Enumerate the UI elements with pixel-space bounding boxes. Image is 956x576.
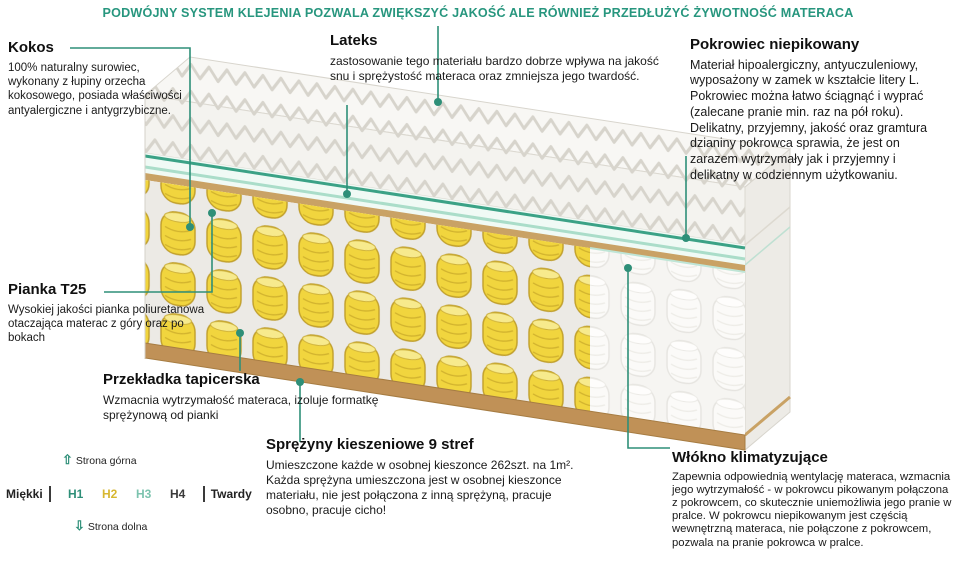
hardness-h4: H4	[170, 487, 186, 501]
lateks-title: Lateks	[330, 32, 378, 49]
hardness-h2: H2	[102, 487, 118, 501]
fabric-cover	[590, 248, 745, 435]
hardness-scale: ⇧ Strona górna Miękki H1 H2 H3 H4 Twardy…	[6, 452, 306, 534]
coco-layer	[145, 173, 745, 272]
pianka-body: Wysokiej jakości pianka poliuretanowa ot…	[8, 303, 205, 345]
pokrowiec-title: Pokrowiec niepikowany	[690, 36, 860, 53]
bottom-side-text: Strona dolna	[87, 521, 148, 533]
annotation-pokrowiec: Pokrowiec niepikowany Materiał hipoalerg…	[690, 36, 948, 184]
page-title: PODWÓJNY SYSTEM KLEJENIA POZWALA ZWIĘKSZ…	[102, 6, 854, 20]
hardness-levels-row: Miękki H1 H2 H3 H4 Twardy	[6, 486, 306, 502]
annotation-kokos: Kokos 100% naturalny surowiec, wykonany …	[8, 39, 184, 118]
kokos-title: Kokos	[8, 39, 54, 56]
sprezyny-title: Sprężyny kieszeniowe 9 stref	[266, 436, 474, 453]
hard-label: Twardy	[210, 487, 252, 501]
przekladka-title: Przekładka tapicerska	[103, 371, 260, 388]
wlokno-title: Włókno klimatyzujące	[672, 449, 828, 466]
sprezyny-body: Umieszczone każde w osobnej kieszonce 26…	[266, 457, 574, 517]
kokos-body: 100% naturalny surowiec, wykonany z łupi…	[8, 61, 182, 117]
pianka-title: Pianka T25	[8, 281, 87, 298]
hardness-levels: H1 H2 H3 H4	[48, 486, 205, 502]
annotation-lateks: Lateks zastosowanie tego materiału bardz…	[330, 32, 675, 84]
przekladka-body: Wzmacnia wytrzymałość materaca, izoluje …	[103, 392, 379, 422]
mattress-end-cap	[744, 147, 791, 452]
wlokno-body: Zapewnia odpowiednią wentylację materaca…	[672, 470, 952, 549]
hardness-h3: H3	[136, 487, 152, 501]
connector-dots	[186, 98, 690, 386]
annotation-sprezyny: Sprężyny kieszeniowe 9 stref Umieszczone…	[266, 436, 596, 518]
top-side-text: Strona górna	[75, 455, 137, 467]
annotation-wlokno: Włókno klimatyzujące Zapewnia odpowiedni…	[672, 449, 952, 550]
bottom-side-label: ⇩ Strona dolna	[74, 518, 306, 534]
annotation-pianka: Pianka T25 Wysokiej jakości pianka poliu…	[8, 281, 208, 346]
down-arrow-icon: ⇩	[74, 518, 85, 533]
pokrowiec-body: Materiał hipoalergiczny, antyuczuleniowy…	[690, 57, 928, 182]
top-side-label: ⇧ Strona górna	[62, 452, 306, 468]
connector-lines	[70, 26, 687, 449]
up-arrow-icon: ⇧	[62, 452, 73, 467]
hardness-h1: H1	[68, 487, 84, 501]
soft-label: Miękki	[6, 487, 43, 501]
mattress-illustration	[143, 56, 792, 452]
lateks-body: zastosowanie tego materiału bardzo dobrz…	[330, 53, 659, 83]
annotation-przekladka: Przekładka tapicerska Wzmacnia wytrzymał…	[103, 371, 403, 423]
yellow-springs	[145, 180, 590, 411]
